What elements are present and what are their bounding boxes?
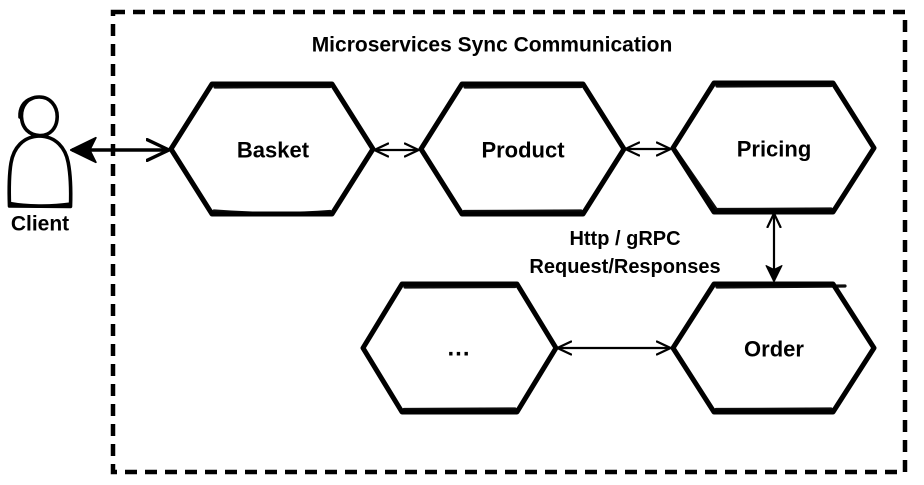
order-hexagon xyxy=(670,281,877,415)
protocol-edge-label: Http / gRPC Request/Responses xyxy=(529,228,720,278)
client-actor: Client xyxy=(7,95,73,236)
more-hexagon xyxy=(360,281,559,415)
person-icon xyxy=(7,95,73,209)
basket-hexagon xyxy=(168,81,376,217)
node-label-more: ... xyxy=(447,335,470,362)
node-order[interactable]: Order xyxy=(670,281,877,415)
node-basket[interactable]: Basket xyxy=(168,81,376,217)
node-pricing[interactable]: Pricing xyxy=(670,80,877,215)
product-hexagon xyxy=(418,81,627,217)
protocol-label-line-1: Http / gRPC xyxy=(569,228,680,250)
pricing-hexagon xyxy=(670,80,877,215)
diagram-title: Microservices Sync Communication xyxy=(312,34,673,57)
microservices-boundary-box xyxy=(110,9,908,475)
node-label-product: Product xyxy=(481,138,565,163)
node-label-basket: Basket xyxy=(237,138,310,163)
node-product[interactable]: Product xyxy=(418,81,627,217)
node-label-order: Order xyxy=(744,337,804,362)
node-label-pricing: Pricing xyxy=(737,137,812,162)
node-more[interactable]: ... xyxy=(360,281,559,415)
protocol-label-line-2: Request/Responses xyxy=(529,256,720,278)
client-label: Client xyxy=(11,213,69,236)
